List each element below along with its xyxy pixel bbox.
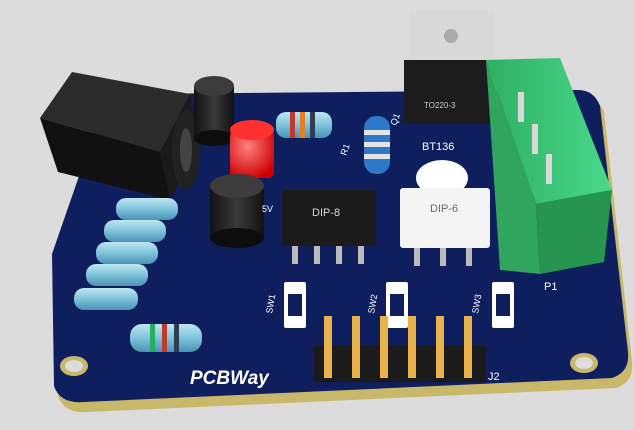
dip8-label: DIP-8 (312, 207, 340, 219)
bt136-label: BT136 (422, 141, 454, 153)
dip8-ic: DIP-8 (282, 190, 376, 264)
to220-regulator: TO220-3 (404, 10, 494, 124)
terminal-block-p1: P1 (486, 58, 612, 293)
red-led (230, 120, 274, 178)
resistor-1 (116, 198, 178, 220)
resistor-r1: R1 Q1 (338, 112, 402, 174)
r1-label: R1 (338, 142, 351, 156)
pcbway-logo: PCBWay (190, 368, 270, 389)
switch-sw1: SW1 (264, 282, 306, 328)
resistor-5 (74, 288, 138, 310)
cap-voltage-label: 5V (262, 204, 273, 214)
q1-label: Q1 (388, 112, 402, 127)
mounting-hole-right (570, 353, 598, 373)
switch-sw2: SW2 (366, 282, 408, 328)
resistor-3 (96, 242, 158, 264)
resistor-array-left (74, 198, 202, 352)
electrolytic-capacitor-1 (194, 76, 234, 146)
switch-sw3: SW3 (470, 282, 514, 328)
sw2-label: SW2 (366, 293, 379, 314)
dip6-label: DIP-6 (430, 203, 458, 215)
resistor-top (276, 112, 332, 138)
sw1-label: SW1 (264, 293, 277, 314)
to220-label: TO220-3 (424, 101, 456, 110)
dc-barrel-jack (40, 72, 200, 200)
sw3-label: SW3 (470, 293, 483, 314)
resistor-4 (86, 264, 148, 286)
pin-header-j2: J2 (314, 316, 500, 383)
j2-label: J2 (488, 371, 500, 383)
bt136-triac: BT136 (416, 141, 468, 196)
p1-label: P1 (544, 281, 557, 293)
electrolytic-capacitor-5v: 5V (210, 174, 273, 248)
resistor-2 (104, 220, 166, 242)
dip6-ic: DIP-6 (400, 188, 490, 266)
mounting-hole-left (60, 356, 88, 376)
